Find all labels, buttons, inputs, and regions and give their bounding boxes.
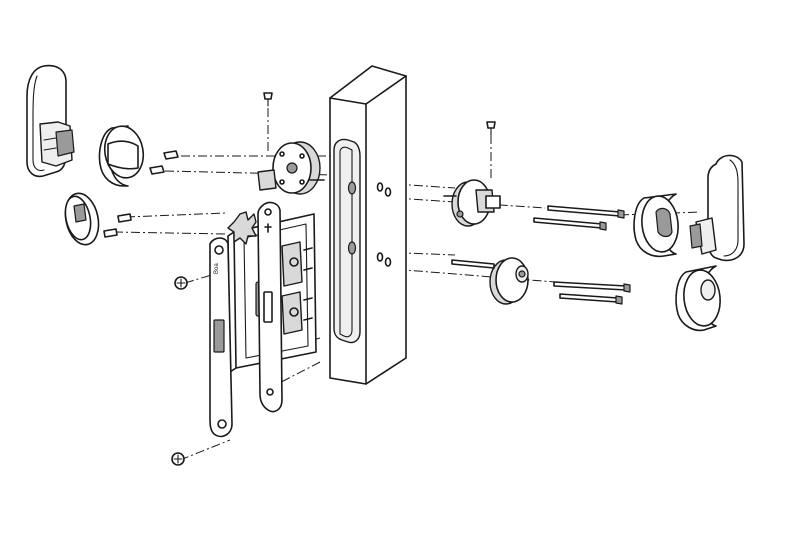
faceplate-mark: Boa [214, 263, 220, 274]
rosette-right-round-lower [489, 257, 529, 305]
rosette-left-escutcheon [64, 192, 100, 246]
screws-left [103, 92, 496, 466]
assembly-centerlines [113, 108, 701, 461]
rosette-left-round [98, 125, 145, 187]
spindle-mount-left [257, 141, 325, 195]
through-bolts [451, 205, 631, 305]
rosette-right-ring [675, 265, 721, 332]
faceplate: Boa [209, 201, 283, 438]
handle-left [26, 64, 75, 178]
spindle-mount-right [443, 179, 501, 227]
rosette-right-escutcheon [633, 193, 679, 258]
door-block [329, 65, 407, 385]
handle-right [689, 154, 745, 262]
